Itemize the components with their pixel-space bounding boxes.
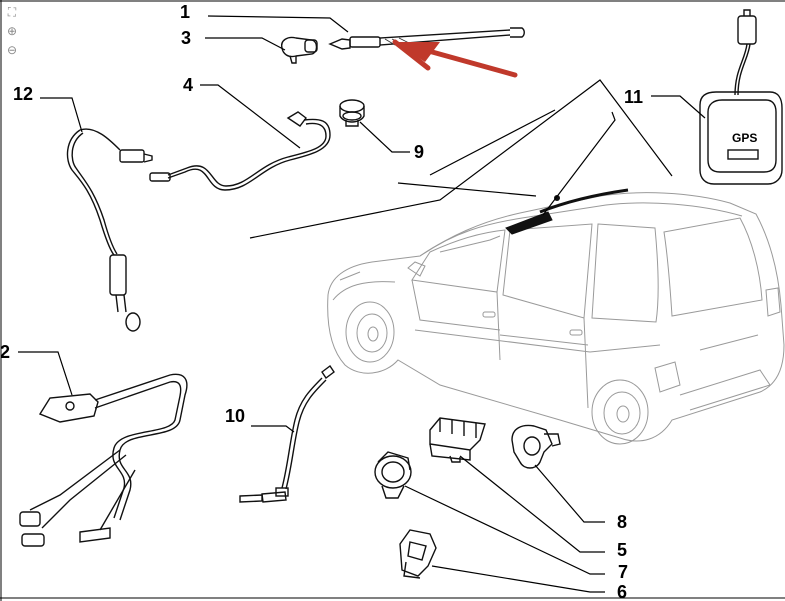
part-retaining-clip	[399, 529, 437, 579]
zoom-in-icon[interactable]: ⊕	[6, 24, 18, 38]
part-bracket-clip	[511, 424, 561, 469]
callout-7: 7	[618, 562, 628, 582]
car-outline	[327, 188, 785, 445]
fit-page-icon[interactable]: ⛶	[7, 5, 17, 19]
callout-12: 12	[13, 84, 33, 104]
callout-11: 11	[624, 87, 643, 107]
part-connector-block	[429, 417, 486, 463]
callout-4: 4	[183, 75, 193, 95]
part-wiring-harness	[19, 373, 188, 547]
part-clip-ring	[374, 451, 412, 499]
zoom-out-icon[interactable]: ⊖	[6, 43, 18, 57]
callout-8: 8	[617, 512, 627, 532]
callout-5: 5	[617, 540, 627, 560]
part-grommet	[339, 99, 365, 127]
part-gps-module: GPS	[699, 9, 783, 185]
callout-3: 3	[181, 28, 191, 48]
part-coax-cable	[239, 364, 335, 503]
part-gps-cable	[66, 128, 153, 332]
callout-1: 1	[180, 2, 190, 22]
callout-9: 9	[414, 142, 424, 162]
gps-label: GPS	[732, 131, 757, 145]
callout-6: 6	[617, 582, 627, 601]
viewer-toolbar: ⛶ ⊕ ⊖	[4, 4, 24, 58]
car-leader-lines	[249, 79, 673, 239]
callout-10: 10	[225, 406, 245, 426]
callout-2: 2	[0, 342, 10, 362]
highlight-arrow	[392, 39, 518, 78]
part-antenna-cable	[149, 111, 331, 191]
part-antenna-base	[281, 36, 318, 64]
